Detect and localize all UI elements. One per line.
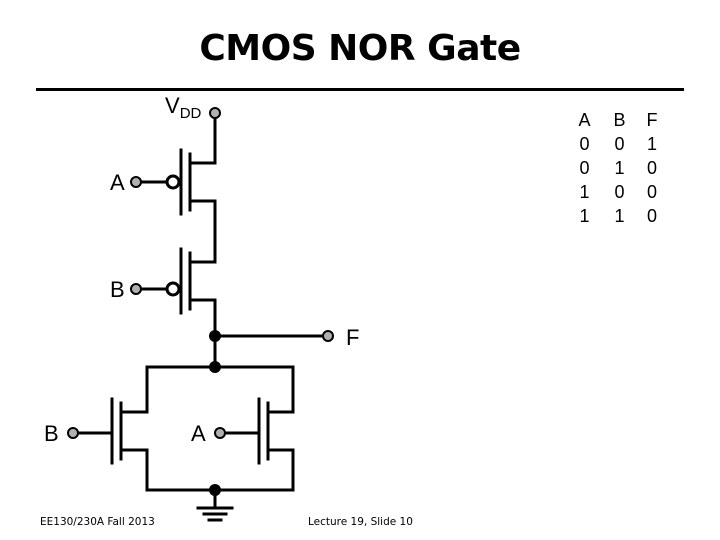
truth-table-cell: 1 <box>614 206 625 226</box>
truth-table-header: A <box>578 110 591 130</box>
input-b-label: B <box>110 277 125 302</box>
truth-table-row: 1 1 0 <box>567 204 667 228</box>
truth-table-cell: 0 <box>614 134 625 154</box>
pulldown-input-b-terminal <box>67 427 79 439</box>
pmos-transistor-a <box>139 111 217 216</box>
ground-icon <box>196 506 234 522</box>
pulldown-top-junction-dot <box>209 361 221 373</box>
truth-table-cell: 0 <box>646 182 657 202</box>
input-b-terminal <box>130 283 142 295</box>
truth-table-header: F <box>646 110 658 130</box>
output-terminal <box>322 330 334 342</box>
truth-table-cell: 1 <box>579 206 590 226</box>
input-a-terminal <box>130 176 142 188</box>
truth-table-row: 0 0 1 <box>567 132 667 156</box>
truth-table-cell: 1 <box>614 158 625 178</box>
truth-table-row: 1 0 0 <box>567 180 667 204</box>
truth-table-header-row: A B F <box>567 108 667 132</box>
truth-table-cell: 1 <box>646 134 657 154</box>
output-label: F <box>346 325 359 350</box>
ground-junction-dot <box>209 484 221 496</box>
pulldown-input-b-label: B <box>44 421 59 446</box>
truth-table-cell: 1 <box>579 182 590 202</box>
vdd-label: VDD <box>165 93 202 122</box>
truth-table: A B F 0 0 1 0 1 0 1 0 0 1 1 <box>567 108 667 228</box>
nmos-transistor-b <box>76 365 149 492</box>
truth-table-header: B <box>613 110 626 130</box>
truth-table-row: 0 1 0 <box>567 156 667 180</box>
truth-table-cell: 0 <box>646 158 657 178</box>
input-a-label: A <box>110 170 125 195</box>
output-junction-dot <box>209 330 221 342</box>
pulldown-input-a-label: A <box>191 421 206 446</box>
truth-table-cell: 0 <box>646 206 657 226</box>
truth-table-cell: 0 <box>579 158 590 178</box>
vdd-terminal <box>209 107 221 119</box>
title-underline <box>36 88 684 91</box>
pulldown-input-a-terminal <box>214 427 226 439</box>
footer-course: EE130/230A Fall 2013 <box>40 516 155 528</box>
slide-title: CMOS NOR Gate <box>199 28 521 69</box>
truth-table-cell: 0 <box>614 182 625 202</box>
nmos-transistor-a <box>223 365 295 492</box>
pmos-transistor-b <box>139 247 217 315</box>
footer-slide-number: Lecture 19, Slide 10 <box>308 516 413 528</box>
truth-table-cell: 0 <box>579 134 590 154</box>
pmos-a-inversion-bubble <box>165 174 181 190</box>
pmos-b-inversion-bubble <box>165 281 181 297</box>
